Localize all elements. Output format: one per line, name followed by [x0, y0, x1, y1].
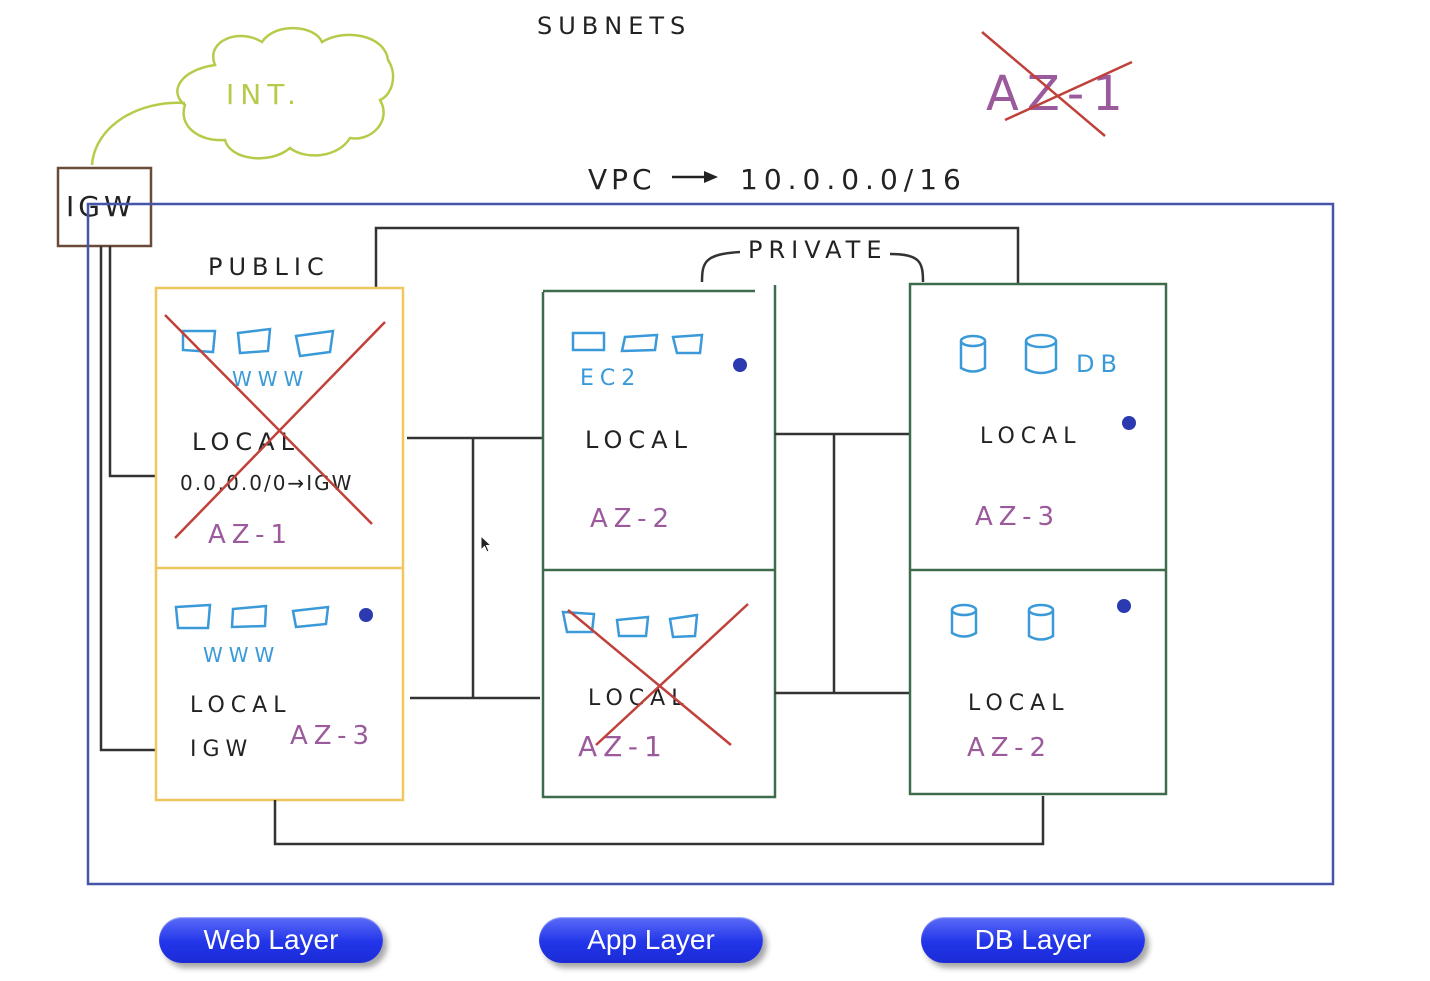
internet-label: INT. [226, 78, 302, 111]
private-label: PRIVATE [748, 236, 888, 264]
subnet-web-top: WWW LOCAL 0.0.0.0/0→IGW AZ-1 [164, 314, 386, 550]
web-app-connector [407, 436, 543, 700]
web-layer-button[interactable]: Web Layer [159, 917, 383, 963]
web-bottom-route-local: LOCAL [190, 693, 291, 718]
status-dot [359, 608, 373, 622]
web-top-route-default: 0.0.0.0/0→IGW [180, 471, 353, 495]
svg-text:AZ-1: AZ-1 [986, 66, 1131, 122]
subnet-db-bottom: LOCAL AZ-2 [950, 599, 1131, 763]
ec2-instance-icon [181, 327, 335, 358]
private-label-group: PRIVATE [700, 236, 925, 283]
app-top-route-local: LOCAL [585, 426, 693, 454]
subnet-app-bottom: LOCAL AZ-1 [561, 603, 749, 763]
svg-text:VPC: VPC [588, 163, 656, 196]
subnet-db-top: DB LOCAL AZ-3 [959, 333, 1136, 532]
bottom-connector [273, 796, 1045, 846]
igw-connectors [99, 246, 156, 752]
status-dot [1117, 599, 1131, 613]
status-dot [733, 358, 747, 372]
web-bottom-route-igw: IGW [190, 737, 253, 762]
top-connector [374, 226, 1020, 287]
vpc-cidr: 10.0.0.0/16 [740, 163, 967, 196]
database-icon [959, 333, 1058, 375]
crossed-az-label: AZ-1 [981, 31, 1133, 137]
app-bottom-az: AZ-1 [578, 730, 668, 763]
ec2-instance-icon [174, 603, 330, 630]
igw-label: IGW [66, 190, 136, 223]
db-layer-column: DB LOCAL AZ-3 LOCAL AZ-2 [908, 282, 1168, 796]
app-layer-button[interactable]: App Layer [539, 917, 763, 963]
vpc-boundary [86, 202, 1335, 886]
db-layer-button[interactable]: DB Layer [921, 917, 1145, 963]
app-top-app: EC2 [580, 366, 641, 391]
web-top-app: WWW [232, 367, 309, 391]
ec2-instance-icon [571, 331, 704, 355]
ec2-instance-icon [561, 610, 699, 639]
vpc-label: VPC 10.0.0.0/16 [588, 163, 967, 196]
public-label: PUBLIC [208, 253, 330, 281]
web-bottom-app: WWW [203, 643, 280, 667]
app-layer-column: EC2 LOCAL AZ-2 LOCAL AZ-1 [541, 285, 777, 799]
web-layer-column: WWW LOCAL 0.0.0.0/0→IGW AZ-1 WWW LOCAL I… [154, 286, 405, 802]
internet-cloud: INT. [90, 26, 395, 166]
web-top-az: AZ-1 [208, 520, 293, 550]
status-dot [1122, 416, 1136, 430]
app-db-connector [775, 432, 911, 695]
web-top-route-local: LOCAL [192, 428, 300, 456]
crossed-out-mark [567, 603, 749, 746]
mouse-cursor-icon [480, 535, 493, 553]
db-bottom-route-local: LOCAL [968, 691, 1069, 716]
arrow-icon [704, 171, 718, 183]
crossed-out-mark [164, 314, 386, 539]
db-top-az: AZ-3 [975, 502, 1060, 532]
database-icon [950, 603, 1055, 641]
subnet-web-bottom: WWW LOCAL IGW AZ-3 [174, 603, 375, 762]
db-top-app: DB [1076, 350, 1123, 378]
diagram-title: SUBNETS [537, 12, 691, 40]
subnet-app-top: EC2 LOCAL AZ-2 [571, 331, 747, 534]
app-top-az: AZ-2 [590, 504, 675, 534]
db-bottom-az: AZ-2 [967, 733, 1052, 763]
db-top-route-local: LOCAL [980, 424, 1081, 449]
internet-gateway: IGW [56, 166, 153, 248]
web-bottom-az: AZ-3 [290, 721, 375, 751]
